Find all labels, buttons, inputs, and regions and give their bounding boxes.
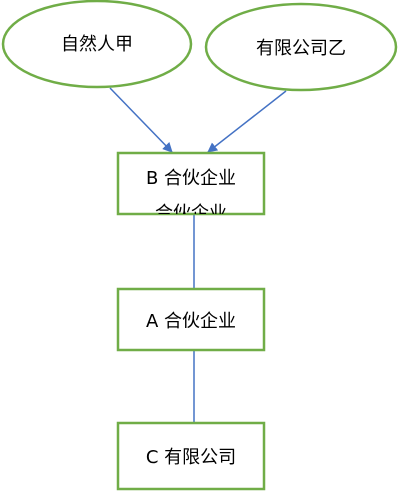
node-person-jia: 自然人甲 — [1, 0, 193, 89]
node-company-c-label: C 有限公司 — [146, 447, 236, 468]
node-partnership-b-overflow-label: 合伙企业 — [155, 203, 227, 224]
node-partnership-a: A 合伙企业 — [116, 287, 266, 352]
edge-person-jia-to-b — [109, 87, 173, 153]
node-partnership-b-label: B 合伙企业 — [146, 168, 236, 189]
node-company-yi: 有限公司乙 — [204, 2, 398, 92]
node-company-yi-label: 有限公司乙 — [256, 38, 346, 59]
node-person-jia-label: 自然人甲 — [61, 34, 133, 55]
edge-company-yi-to-b — [207, 90, 287, 153]
node-company-c: C 有限公司 — [116, 421, 266, 491]
node-partnership-a-label: A 合伙企业 — [146, 311, 236, 332]
node-partnership-b: B 合伙企业 合伙企业 — [116, 151, 266, 224]
